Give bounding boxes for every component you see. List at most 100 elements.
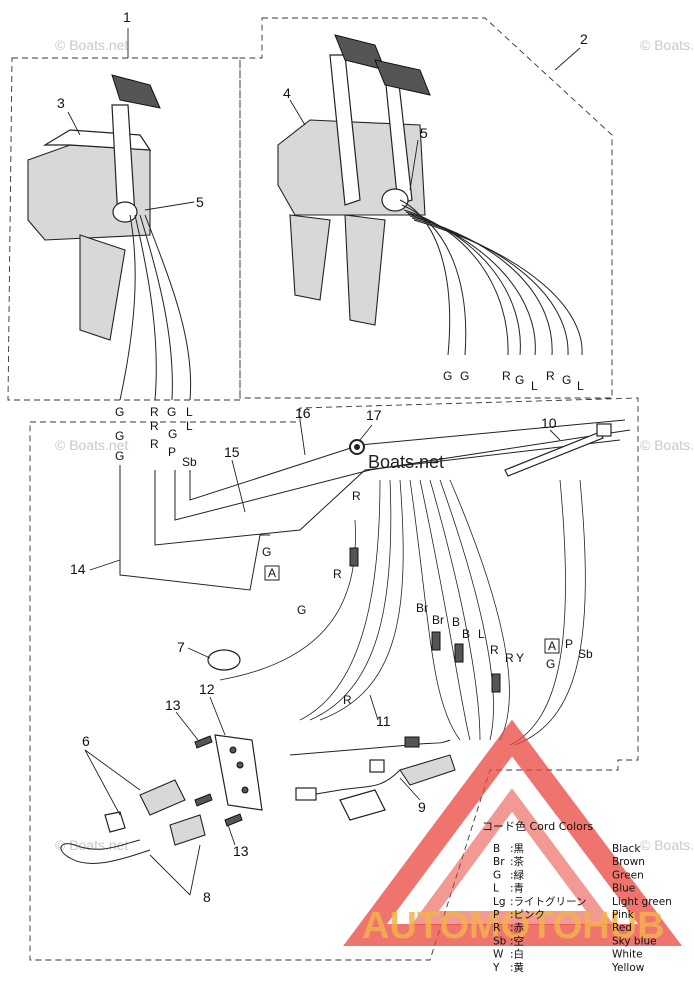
wire-labels-upper-left: G R G L (115, 405, 193, 419)
callout-11: 11 (376, 713, 391, 729)
wire-labels-upper-right: G G R G L R G L (443, 369, 584, 393)
watermark: © Boats.net (640, 437, 694, 453)
connector-label: A (268, 566, 276, 580)
callouts: 1 2 3 4 5 5 6 7 8 9 10 11 12 13 13 14 15… (57, 9, 588, 905)
connector-marker (264, 565, 280, 581)
legend-english: White (612, 949, 643, 961)
callout-13: 13 (233, 843, 249, 859)
connector-marker (544, 638, 560, 654)
watermark: © Boats.net (640, 37, 694, 53)
callout-3: 3 (57, 95, 65, 111)
group-outline-2 (239, 17, 613, 399)
callout-2: 2 (580, 31, 588, 47)
single-lever-control (27, 74, 161, 341)
callout-7: 7 (177, 639, 185, 655)
callout-13: 13 (165, 697, 181, 713)
wire-label: G (443, 369, 452, 383)
bolts (194, 735, 243, 827)
automotohub-logo: AUTOMOTOHUB (343, 719, 683, 947)
legend-english: Green (612, 869, 644, 881)
legend-english: Sky blue (612, 935, 657, 947)
wire-label: G (115, 449, 124, 463)
wire-label: P (168, 445, 176, 459)
legend-japanese: :黒 (510, 843, 524, 855)
wires-upper-left (119, 214, 192, 401)
group-outline-1 (7, 57, 241, 401)
callout-10: 10 (541, 415, 557, 431)
cable-tie-head (596, 423, 612, 437)
watermark-group: © Boats.net © Boats.net © Boats.net © Bo… (55, 37, 694, 853)
connector-label: B (462, 627, 470, 641)
legend-english: Pink (612, 909, 635, 921)
connector-label: Sb (578, 647, 593, 661)
wires-harness (119, 419, 631, 746)
legend-code: W (493, 949, 504, 961)
watermark: © Boats.net (55, 437, 128, 453)
connector-label: G (262, 545, 271, 559)
connector-label: R (490, 643, 499, 657)
legend-english: Black (612, 843, 641, 855)
legend-english: Light green (612, 896, 672, 908)
main-harness-connector (289, 736, 456, 821)
legend-japanese: :黄 (510, 961, 524, 974)
connector-label: B (452, 615, 460, 629)
legend-japanese: :ピンク (510, 909, 545, 921)
legend-english: Brown (612, 856, 645, 868)
wires-upper-right (399, 199, 583, 356)
watermark: © Boats.net (55, 37, 128, 53)
stop-switch (169, 814, 206, 846)
buzzer (207, 649, 241, 671)
callout-12: 12 (199, 681, 215, 697)
wire-label: R (546, 369, 555, 383)
wire-label: L (186, 405, 193, 419)
connector-label: Y (516, 651, 524, 665)
wire-label: G (115, 429, 124, 443)
legend-japanese: :赤 (510, 922, 525, 934)
connector-label: R (333, 567, 342, 581)
legend-code: Sb (493, 935, 507, 947)
connector-label: Br (432, 613, 444, 627)
legend-english: Blue (612, 883, 635, 895)
main-switch (139, 779, 186, 816)
legend-code: G (493, 869, 501, 881)
legend-japanese: :青 (510, 882, 524, 895)
connector-label: R (352, 489, 361, 503)
lanyard-cord (60, 839, 151, 864)
wire-labels-harness-left: G G R R G P L Sb (115, 419, 197, 469)
callout-5: 5 (420, 125, 428, 141)
wire-label: R (150, 405, 159, 419)
wire-label: G (115, 405, 124, 419)
callout-6: 6 (82, 733, 90, 749)
switch-panel (214, 734, 263, 811)
legend-japanese: :緑 (510, 868, 525, 881)
callout-15: 15 (224, 444, 240, 460)
key (104, 811, 126, 833)
legend-title: コード色 Cord Colors (482, 819, 593, 833)
legend-code: R (493, 922, 500, 934)
connector-label: R (505, 651, 514, 665)
callout-4: 4 (283, 85, 291, 101)
connector-label: Br (416, 601, 428, 615)
wire-label: R (502, 369, 511, 383)
callout-14: 14 (70, 561, 86, 577)
callout-16: 16 (295, 405, 311, 421)
leader-lines (67, 28, 581, 896)
center-watermark: Boats.net (368, 452, 444, 472)
wire-label: L (186, 419, 193, 433)
group-outline-harness (29, 397, 639, 961)
cable-tie (504, 431, 604, 477)
legend-code: Y (492, 962, 500, 974)
connector-labels: G A R G R Br Br B B L R R Y A G P Sb R (262, 489, 593, 707)
harness-connectors (349, 547, 501, 693)
legend-english: Red (612, 922, 632, 934)
wire-label: R (150, 437, 159, 451)
connector-label: A (548, 639, 556, 653)
legend-japanese: :空 (510, 934, 524, 947)
wire-label: G (562, 373, 571, 387)
legend-japanese: :白 (510, 948, 524, 961)
legend-code: Br (493, 856, 505, 868)
wire-label: Sb (182, 455, 197, 469)
connector-label: R (343, 693, 352, 707)
